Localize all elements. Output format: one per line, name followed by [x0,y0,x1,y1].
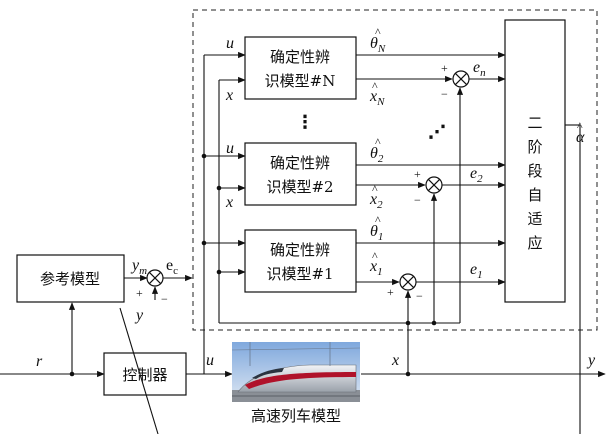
xhat-1-hat: ^ [372,249,378,263]
theta-2-hat: ^ [375,135,381,149]
sign-plus-e1: + [387,285,394,299]
identification-model-1-line2: 识模型#1 [266,265,333,283]
train-model-label: 高速列车模型 [251,407,341,425]
xhat-n-hat: ^ [372,79,378,93]
label-x-2: x [225,194,233,211]
adaptive-char-3: 段 [527,162,542,180]
xhat-2-hat: ^ [372,182,378,196]
adaptive-char-6: 应 [527,234,542,252]
theta-n-hat: ^ [375,25,381,39]
label-x-main: x [391,352,399,369]
adaptive-char-4: 自 [527,186,542,204]
sign-plus-en: + [441,61,448,75]
train-model-image [232,342,360,402]
adaptive-char-2: 阶 [527,138,542,156]
sum-junction-ec [147,270,163,286]
sign-minus-ec: − [161,292,168,306]
label-en: en [473,59,486,79]
vertical-ellipsis: ⋮ [296,112,314,133]
label-y-feedback: y [134,307,144,324]
adaptive-char-1: 二 [527,114,542,132]
label-ym: ym [130,257,147,277]
label-x-n: x [225,87,233,104]
controller-block: 控制器 [104,353,186,395]
identification-model-n-block: 确定性辨 识模型#N [245,37,356,99]
sign-minus-e2: − [414,193,421,207]
label-r: r [36,353,43,370]
sign-plus-ec: + [136,286,143,300]
label-e2: e2 [470,165,483,185]
label-u-2: u [226,140,234,157]
label-u-n: u [226,35,234,52]
label-ec: ec [166,257,178,277]
label-e1: e1 [470,261,483,281]
reference-model-block: 参考模型 [17,255,124,302]
sum-junction-e1 [400,274,416,290]
label-y-output: y [586,352,596,369]
identification-model-n-line2: 识模型#N [265,72,336,90]
identification-model-n-line1: 确定性辨 [270,48,330,66]
alpha-hat-mark: ^ [577,119,583,133]
sign-plus-e2: + [414,167,421,181]
sign-minus-e1: − [416,289,423,303]
theta-1-hat: ^ [375,213,381,227]
identification-model-2-line2: 识模型#2 [266,178,333,196]
controller-label: 控制器 [122,366,167,384]
two-stage-adaptive-block: 二 阶 段 自 适 应 [505,20,565,302]
identification-model-2-block: 确定性辨 识模型#2 [245,143,356,205]
reference-model-label: 参考模型 [40,270,100,288]
identification-model-2-line1: 确定性辨 [270,154,330,172]
sign-minus-en: − [441,87,448,101]
adaptive-char-5: 适 [527,210,542,228]
label-u-main: u [206,352,214,369]
sum-junction-en [453,71,469,87]
diagonal-ellipsis: ⋰ [428,122,446,143]
identification-model-1-line1: 确定性辨 [270,241,330,259]
identification-model-1-block: 确定性辨 识模型#1 [245,230,356,292]
sum-junction-e2 [426,177,442,193]
